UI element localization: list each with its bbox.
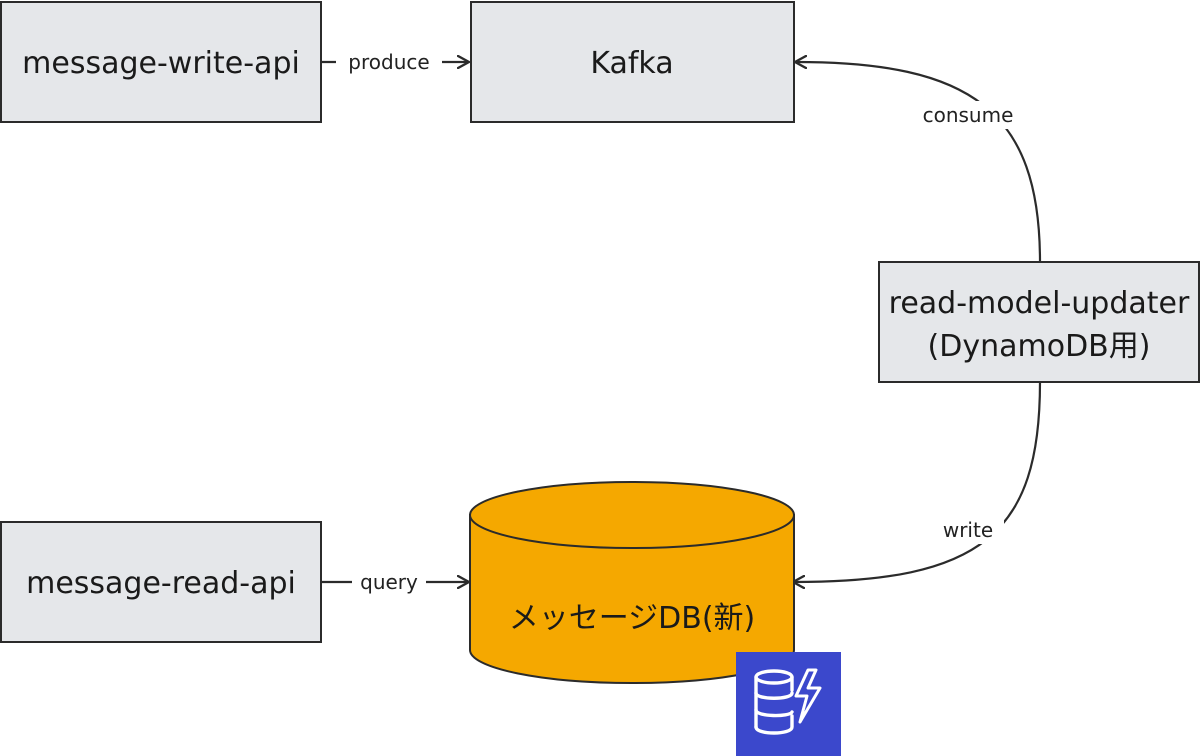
node-read-model-updater-box [878,261,1200,383]
edge-query: query [322,568,468,596]
node-kafka-label: Kafka [590,46,673,81]
dynamodb-icon-glyph [754,668,822,735]
edge-produce: produce [322,48,468,76]
node-message-db-label: メッセージDB(新) [509,601,756,636]
edge-query-label: query [360,570,418,594]
edge-produce-label-bg [336,48,442,76]
node-kafka: Kafka [470,1,795,123]
edge-write-line [794,381,1042,582]
edge-query-label-bg [352,568,426,596]
node-message-write-api: message-write-api [0,1,322,123]
node-read-model-updater-line1: read-model-updater [889,286,1190,321]
node-message-write-api-label: message-write-api [22,46,300,81]
node-message-read-api-box [0,521,322,643]
node-message-db-top [469,481,795,549]
node-message-read-api: message-read-api [0,521,322,643]
node-read-model-updater-line2: (DynamoDB用) [928,329,1151,364]
edge-write-label-bg [932,516,1004,544]
edge-consume-label: consume [923,103,1014,127]
node-message-read-api-label: message-read-api [26,566,296,601]
dynamodb-icon [736,652,841,756]
edge-produce-label: produce [348,50,429,74]
node-kafka-box [470,1,795,123]
edge-consume-label-bg [912,101,1024,129]
node-read-model-updater: read-model-updater (DynamoDB用) [878,261,1200,383]
node-message-write-api-box [0,1,322,123]
edge-write: write [794,381,1042,582]
node-message-db: メッセージDB(新) [469,481,795,684]
edge-consume-line [796,62,1042,263]
edge-consume: consume [796,62,1042,263]
dynamodb-icon-bg [736,652,841,756]
edge-write-label: write [943,518,993,542]
